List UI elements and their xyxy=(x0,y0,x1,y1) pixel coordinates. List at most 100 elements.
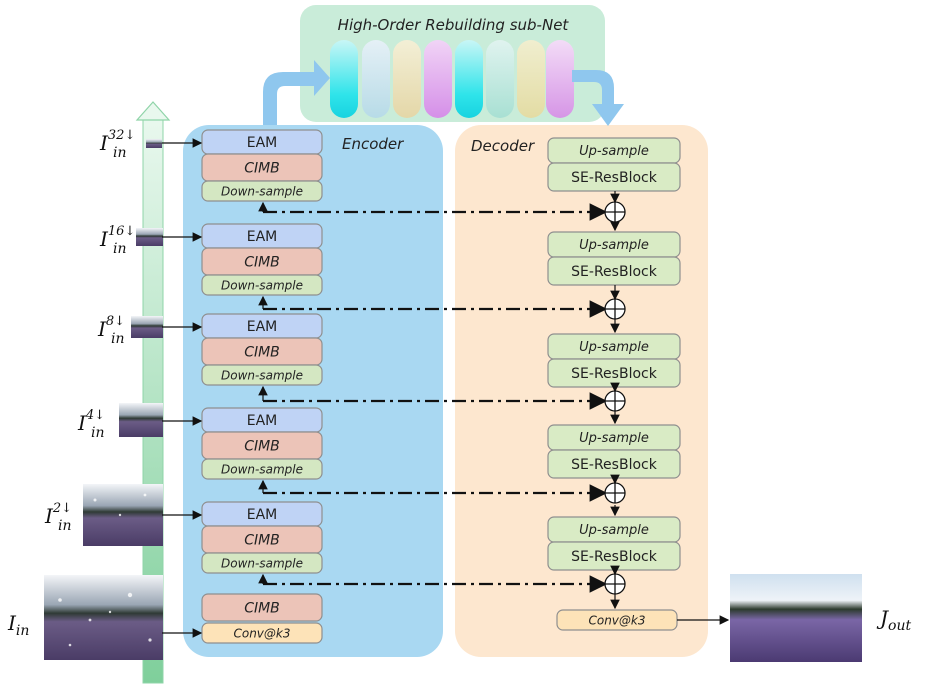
eam-block-label: EAM xyxy=(247,135,278,151)
input-arrows xyxy=(162,138,203,638)
input-label-sub: in xyxy=(58,518,72,534)
input-label-base: I xyxy=(99,227,109,251)
decoder-label: Decoder xyxy=(471,137,535,155)
upsample-block-label: Up-sample xyxy=(579,340,649,355)
input-label-sub: in xyxy=(111,331,125,347)
downsample-block-label: Down-sample xyxy=(221,184,303,198)
cimb-block: CIMB xyxy=(201,431,323,460)
conv-block-final: Conv@k3 xyxy=(556,609,678,631)
se-resblock: SE-ResBlock xyxy=(547,541,681,571)
upsample-block: Up-sample xyxy=(547,231,681,258)
thumb-full xyxy=(44,575,163,660)
downsample-block: Down-sample xyxy=(201,458,323,480)
thumb-8 xyxy=(131,316,163,338)
thumb-32 xyxy=(146,139,162,148)
input-label: I2↓ in xyxy=(44,501,72,534)
cimb-block: CIMB xyxy=(201,247,323,276)
input-label: Iin xyxy=(7,611,29,639)
cimb-block-label: CIMB xyxy=(244,161,280,177)
input-label-sub: in xyxy=(16,623,30,639)
hors-tubes xyxy=(330,40,574,118)
eam-block-label: EAM xyxy=(247,507,278,523)
se-resblock-label: SE-ResBlock xyxy=(571,549,658,565)
skip-connections xyxy=(258,191,626,610)
eam-block: EAM xyxy=(201,313,323,339)
cimb-block-label: CIMB xyxy=(244,345,280,361)
cimb-block: CIMB xyxy=(201,525,323,554)
se-resblock-label: SE-ResBlock xyxy=(571,170,658,186)
eam-block: EAM xyxy=(201,501,323,527)
eam-block: EAM xyxy=(201,407,323,433)
eam-block: EAM xyxy=(201,129,323,155)
se-resblock-label: SE-ResBlock xyxy=(571,366,658,382)
hors-to-decoder-arrow xyxy=(572,70,624,126)
output-label-base: J xyxy=(876,606,889,630)
cimb-block-label: CIMB xyxy=(244,439,280,455)
conv-block-first: Conv@k3 xyxy=(201,622,323,644)
upsample-block-label: Up-sample xyxy=(579,238,649,253)
input-label: I32↓in xyxy=(99,128,135,161)
eam-block-label: EAM xyxy=(247,229,278,245)
input-label-base: I xyxy=(97,317,107,341)
conv-block-final-label: Conv@k3 xyxy=(588,613,645,627)
se-resblock: SE-ResBlock xyxy=(547,358,681,388)
cimb-block: CIMB xyxy=(201,337,323,366)
downsample-block-label: Down-sample xyxy=(221,278,303,292)
input-label-sup: 32↓ xyxy=(108,128,135,143)
upsample-block: Up-sample xyxy=(547,333,681,360)
eam-block: EAM xyxy=(201,223,323,249)
thumb-16 xyxy=(136,228,163,246)
add-node xyxy=(604,482,626,504)
se-resblock-label: SE-ResBlock xyxy=(571,457,658,473)
input-label: I16↓ in xyxy=(99,224,135,257)
input-label-sup: 4↓ xyxy=(85,408,105,423)
cimb-block-first-label: CIMB xyxy=(244,601,280,617)
add-node xyxy=(604,573,626,595)
downsample-block-label: Down-sample xyxy=(221,462,303,476)
se-resblock-label: SE-ResBlock xyxy=(571,264,658,280)
cimb-block-first: CIMB xyxy=(201,593,323,622)
input-label-sup: 2↓ xyxy=(52,501,72,516)
input-thumbnails xyxy=(44,139,163,660)
encoder-label: Encoder xyxy=(342,135,404,153)
encoder-to-hors-arrow xyxy=(263,60,330,125)
hors-title: High-Order Rebuilding sub-Net xyxy=(338,16,570,34)
se-resblock: SE-ResBlock xyxy=(547,449,681,479)
upsample-block: Up-sample xyxy=(547,516,681,543)
add-node xyxy=(604,298,626,320)
upsample-block: Up-sample xyxy=(547,137,681,164)
output-thumbnail xyxy=(730,574,862,662)
input-label: I4↓ in xyxy=(77,408,105,441)
downsample-block: Down-sample xyxy=(201,552,323,574)
encoder-panel xyxy=(183,125,443,657)
conv-block-first-label: Conv@k3 xyxy=(233,626,290,640)
output-label-sub: out xyxy=(888,618,911,634)
thumb-4 xyxy=(119,403,163,437)
upsample-block-label: Up-sample xyxy=(579,523,649,538)
upsample-block-label: Up-sample xyxy=(579,144,649,159)
eam-block-label: EAM xyxy=(247,413,278,429)
input-label-base: I xyxy=(77,411,87,435)
input-label-sup: 8↓ xyxy=(106,314,125,329)
input-label-sup: 16↓ xyxy=(108,224,135,239)
input-label-base: I xyxy=(44,504,54,528)
input-label-sub: in xyxy=(113,241,127,257)
input-label: I8↓ in xyxy=(97,314,125,347)
downsample-block-label: Down-sample xyxy=(221,556,303,570)
input-label-sub: in xyxy=(91,425,105,441)
thumb-2 xyxy=(83,484,163,546)
se-resblock: SE-ResBlock xyxy=(547,256,681,286)
cimb-block-label: CIMB xyxy=(244,533,280,549)
input-label-base: I xyxy=(7,611,17,635)
output-label: Jout xyxy=(876,606,911,634)
se-resblock: SE-ResBlock xyxy=(547,162,681,192)
cimb-block-label: CIMB xyxy=(244,255,280,271)
downsample-block-label: Down-sample xyxy=(221,368,303,382)
input-label-base: I xyxy=(99,131,109,155)
upsample-block-label: Up-sample xyxy=(579,431,649,446)
downsample-block: Down-sample xyxy=(201,274,323,296)
downsample-block: Down-sample xyxy=(201,364,323,386)
downsample-block: Down-sample xyxy=(201,180,323,202)
